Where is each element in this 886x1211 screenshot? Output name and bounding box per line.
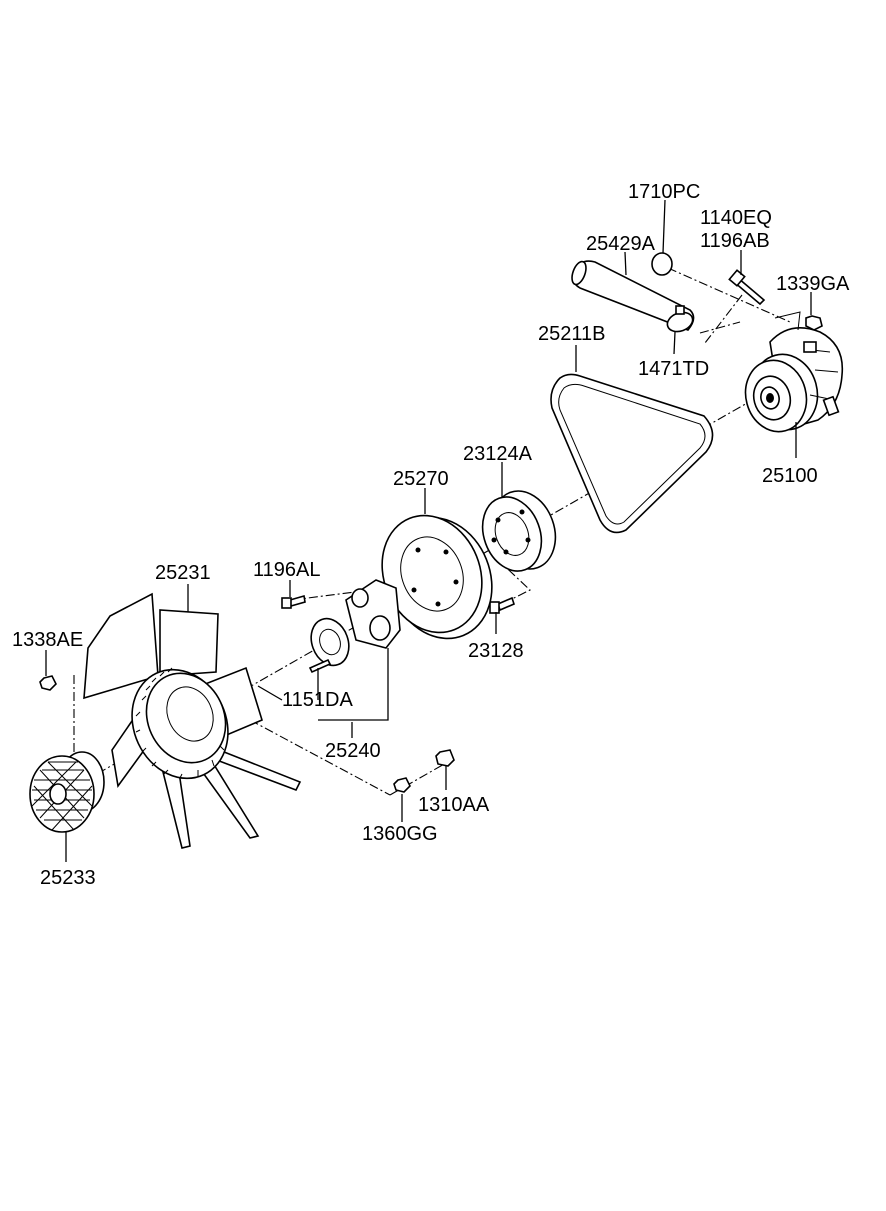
part-1151DA-stud — [308, 658, 332, 674]
leader-lines — [45, 199, 812, 862]
part-25100-water-pump — [744, 311, 844, 433]
label-23124A: 23124A — [463, 443, 533, 465]
label-23128: 23128 — [468, 640, 524, 662]
label-25100: 25100 — [762, 465, 818, 487]
label-1196AB: 1196AB — [700, 230, 770, 252]
label-1151DA: 1151DA — [282, 689, 353, 711]
part-1310AA-nut — [435, 749, 455, 767]
label-25429A: 25429A — [586, 233, 656, 255]
part-25240-fan-bracket — [310, 579, 401, 667]
label-1710PC: 1710PC — [628, 181, 700, 203]
part-1338AE-nut — [39, 675, 57, 691]
part-23124A-pulley — [481, 490, 557, 572]
part-25233-fan-clutch — [29, 751, 105, 833]
part-25231-fan — [83, 592, 302, 849]
label-1471TD: 1471TD — [638, 358, 709, 380]
label-25211B: 25211B — [538, 323, 605, 345]
label-1196AL: 1196AL — [253, 559, 320, 581]
part-1471TD-clamp — [666, 305, 694, 333]
label-1310AA: 1310AA — [418, 794, 490, 816]
label-25270: 25270 — [393, 468, 449, 490]
part-1360GG-nut — [393, 777, 411, 793]
part-23128-bolt — [489, 596, 515, 614]
label-25231: 25231 — [155, 562, 211, 584]
label-25240: 25240 — [325, 740, 381, 762]
part-1196AL-bolt — [281, 594, 306, 609]
part-labels: 1710PC 25429A 1140EQ 1196AB 1339GA 25211… — [12, 181, 850, 889]
part-25270-damper-pulley — [381, 514, 493, 640]
part-1140EQ-bolt — [728, 269, 766, 306]
label-1360GG: 1360GG — [362, 823, 438, 845]
part-25429A-hose — [571, 260, 695, 331]
label-25233: 25233 — [40, 867, 96, 889]
label-1338AE: 1338AE — [12, 629, 83, 651]
label-1140EQ: 1140EQ — [700, 207, 772, 229]
part-1710PC-oring — [651, 252, 673, 276]
label-1339GA: 1339GA — [776, 273, 850, 295]
part-25211B-belt — [550, 373, 714, 534]
